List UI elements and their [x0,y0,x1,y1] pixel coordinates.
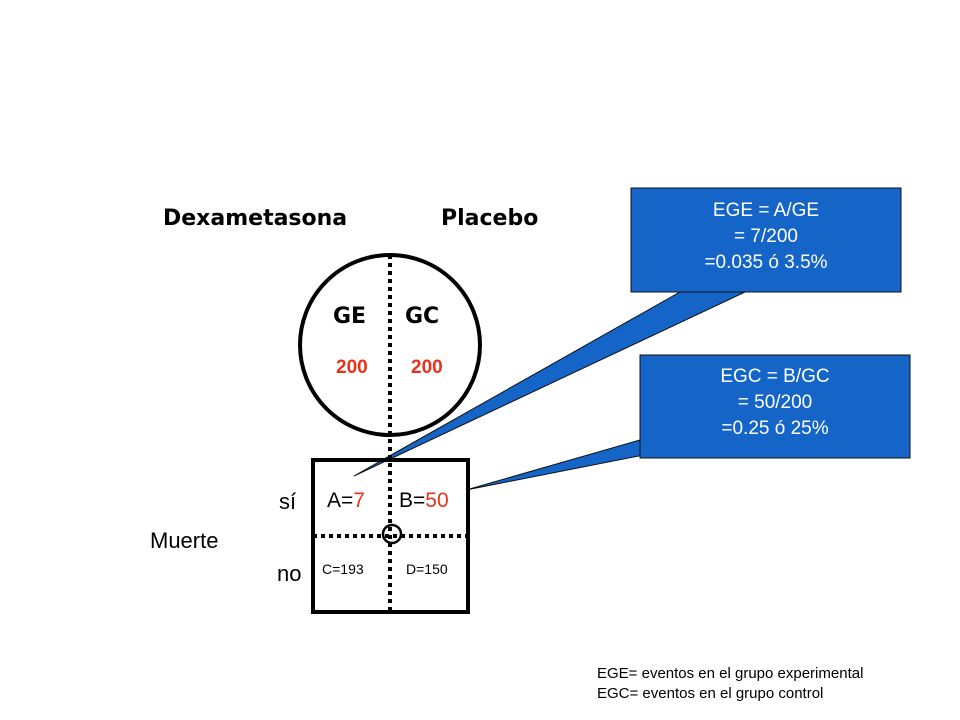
egc-substitution: = 50/200 [737,392,813,413]
ege-callout-text: EGE = A/GE = 7/200 =0.035 ó 3.5% [631,198,901,276]
ege-formula: EGE = A/GE [712,200,820,221]
cell-b: B=50 [399,489,449,513]
cell-a: A=7 [327,489,365,513]
ge-count: 200 [336,357,368,378]
egc-callout-box [639,354,911,459]
legend-ege: EGE= eventos en el grupo experimental [597,665,864,682]
cell-c: C=193 [322,561,364,577]
egc-result: =0.25 ó 25% [721,418,829,439]
cell-a-prefix: A= [327,489,354,512]
egc-callout-text: EGC = B/GC = 50/200 =0.25 ó 25% [640,364,910,442]
outcome-label: Muerte [150,528,219,553]
row-label-no: no [277,561,302,586]
placebo-group-heading: Placebo [441,206,539,231]
legend-egc: EGC= eventos en el grupo control [597,685,824,702]
ge-label: GE [333,304,367,329]
cell-a-value: 7 [353,489,365,512]
egc-formula: EGC = B/GC [720,366,830,387]
gc-label: GC [405,304,440,329]
ege-callout-box [630,187,902,293]
center-marker [381,523,403,545]
legend: EGE= eventos en el grupo experimental EG… [597,664,863,704]
cell-d: D=150 [406,561,448,577]
gc-count: 200 [411,357,443,378]
ege-result: =0.035 ó 3.5% [704,252,828,273]
row-label-yes: sí [279,489,297,514]
treatment-group-heading: Dexametasona [163,206,348,231]
cell-b-value: 50 [425,489,449,512]
ege-substitution: = 7/200 [734,226,798,247]
cell-b-prefix: B= [399,489,426,512]
